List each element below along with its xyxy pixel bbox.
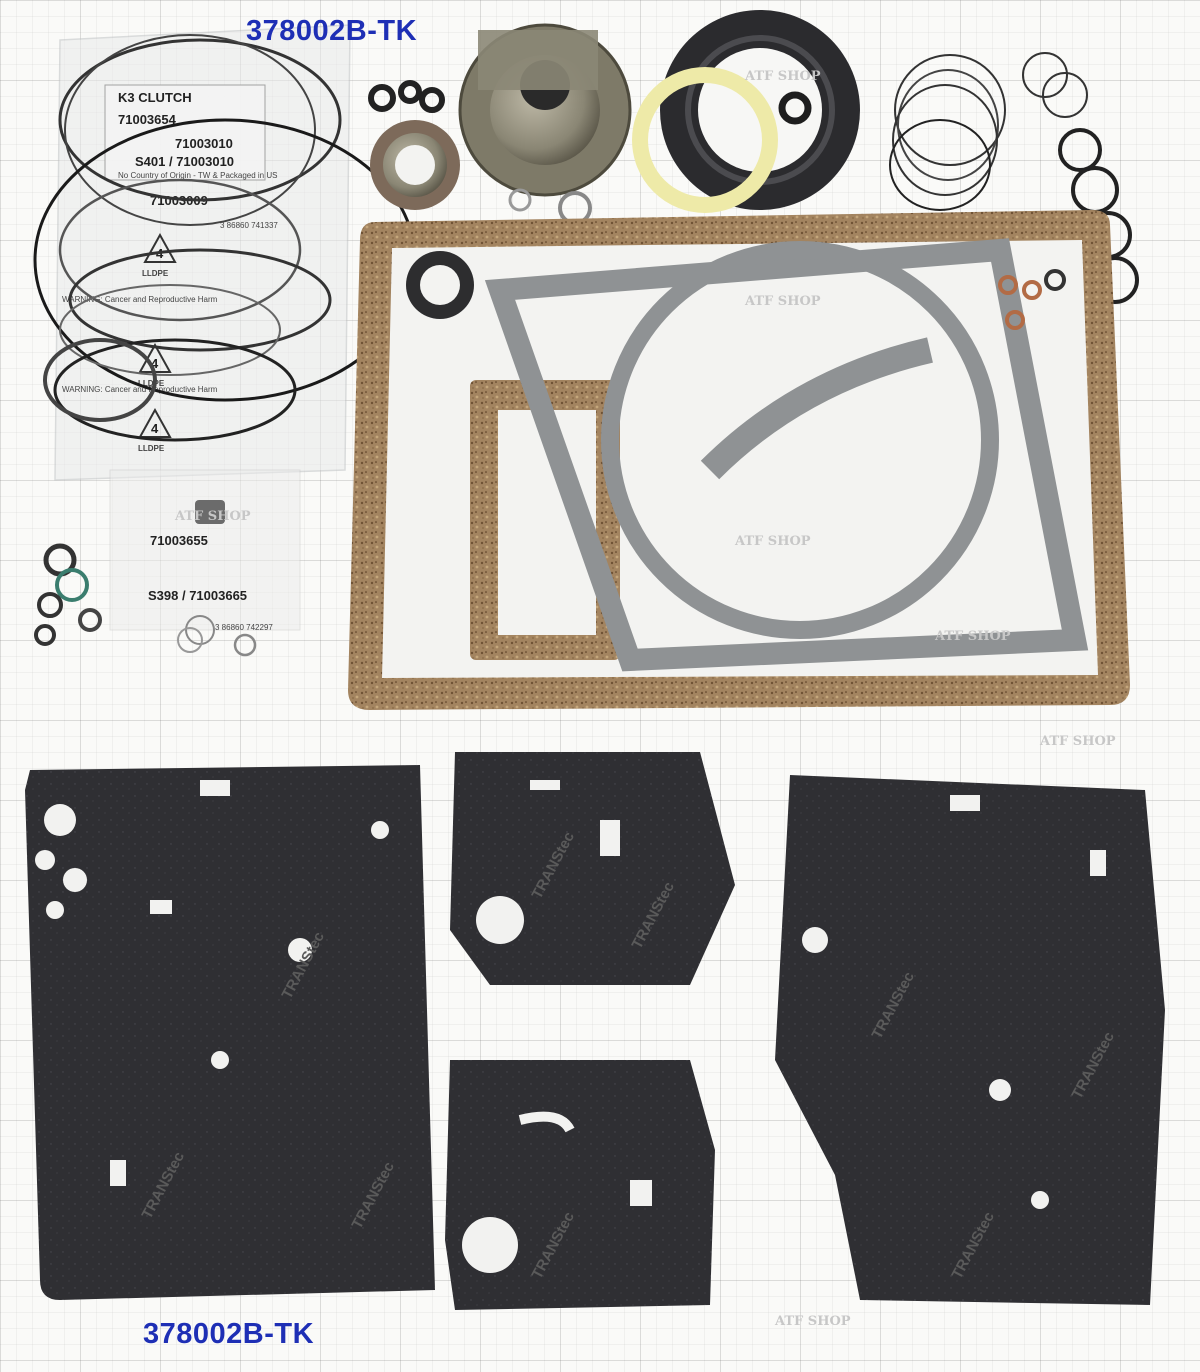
valve-body-gasket-top-center: TRANStec TRANStec: [450, 752, 735, 985]
valve-body-gasket-bottom-center: TRANStec: [445, 1060, 715, 1310]
metal-clad-seal: [370, 120, 460, 210]
o-ring-bag-stack: K3 CLUTCH 71003654 71003010 S401 / 71003…: [33, 24, 417, 481]
snap-rings-right: [889, 52, 1139, 304]
valve-body-gasket-right: TRANStec TRANStec TRANStec: [775, 775, 1165, 1305]
gray-bell-housing-gasket: [406, 238, 1089, 672]
svg-text:ATF SHOP: ATF SHOP: [744, 294, 821, 309]
svg-text:ATF SHOP: ATF SHOP: [174, 509, 251, 524]
warning-text-2: WARNING: Cancer and Reproductive Harm: [62, 385, 218, 394]
svg-text:ATF SHOP: ATF SHOP: [734, 534, 811, 549]
package-code-a: 71003654: [118, 112, 177, 127]
recycle-icon-3: 4 LLDPE: [138, 407, 172, 453]
yellow-teflon-ring: [632, 67, 778, 213]
svg-text:ATF SHOP: ATF SHOP: [774, 1314, 851, 1329]
svg-text:4: 4: [151, 421, 159, 436]
watermark-logos: ATF SHOP ATF SHOP ATF SHOP ATF SHOP ATF …: [174, 69, 1116, 1329]
barcode-number-1: 3 86860 741337: [220, 221, 278, 230]
svg-text:LLDPE: LLDPE: [142, 269, 169, 278]
svg-text:ATF SHOP: ATF SHOP: [1039, 734, 1116, 749]
package-code-c: S401 / 71003010: [135, 154, 234, 169]
clutch-label-text: K3 CLUTCH: [118, 90, 192, 105]
tiny-seals-top: [368, 80, 812, 225]
svg-text:4: 4: [151, 356, 159, 371]
svg-text:LLDPE: LLDPE: [138, 379, 165, 388]
barcode-number-2: 3 86860 742297: [215, 623, 273, 632]
product-sku-top: 378002B-TK: [246, 15, 418, 47]
package-label-card: [104, 84, 266, 181]
svg-text:ATF SHOP: ATF SHOP: [934, 629, 1011, 644]
small-cork-gasket: [470, 380, 620, 660]
package-origin-text: No Country of Origin - TW & Packaged in …: [118, 171, 277, 180]
product-sku-bottom: 378002B-TK: [143, 1318, 315, 1350]
package-code-f: 71003655: [150, 533, 208, 548]
svg-text:ATF SHOP: ATF SHOP: [744, 69, 821, 84]
package-code-b: 71003010: [175, 136, 233, 151]
warning-text-1: WARNING: Cancer and Reproductive Harm: [62, 295, 218, 304]
package-code-e: S398 / 71003665: [148, 588, 247, 603]
piston-seal-assembly: [458, 23, 632, 197]
svg-text:LLDPE: LLDPE: [138, 444, 165, 453]
valve-body-gasket-left: TRANStec TRANStec TRANStec: [25, 765, 435, 1300]
small-seals-bag: S398 / 71003665 3 86860 742297 71003655: [34, 469, 301, 657]
